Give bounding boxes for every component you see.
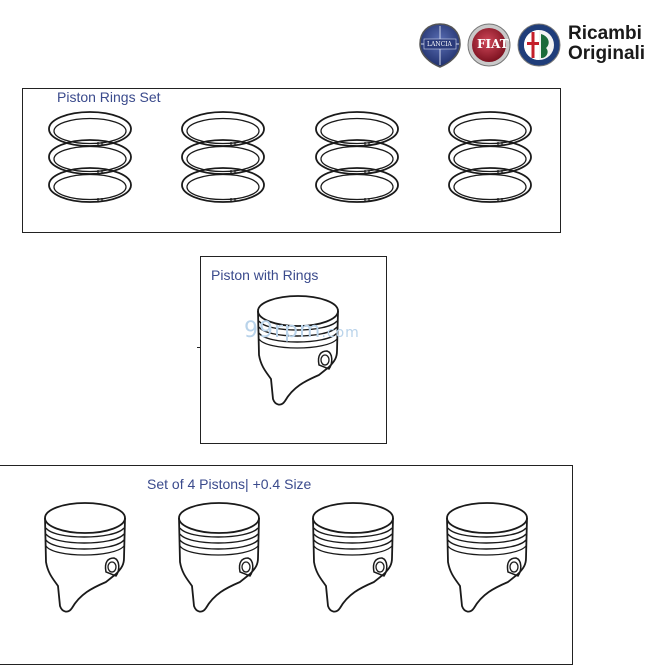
piston-ring-icon	[48, 167, 132, 203]
watermark-suffix: .com	[321, 325, 360, 341]
lancia-badge-label: LANCIA	[427, 41, 452, 48]
piston-ring-icon	[448, 167, 532, 203]
alfa-romeo-badge-icon	[516, 22, 562, 68]
leader-tick	[197, 347, 201, 348]
piston-icon	[446, 502, 528, 613]
piston-ring-icon	[181, 167, 265, 203]
single-piston-drawing	[257, 295, 339, 406]
pistons-set-panel: Set of 4 Pistons| +0.4 Size	[0, 465, 573, 665]
piston-with-rings-panel: Piston with Rings	[200, 256, 387, 444]
piston-icon	[257, 295, 339, 406]
brand-text-originali: Originali	[568, 43, 646, 64]
pistons-set-drawing	[44, 502, 528, 613]
piston-icon	[44, 502, 126, 613]
piston-rings-panel: Piston Rings Set	[22, 88, 561, 233]
piston-rings-caption: Piston Rings Set	[57, 89, 161, 105]
piston-with-rings-caption: Piston with Rings	[211, 267, 319, 283]
piston-ring-icon	[315, 167, 399, 203]
brand-text-ricambi: Ricambi	[568, 23, 642, 44]
pistons-set-caption: Set of 4 Pistons| +0.4 Size	[147, 476, 312, 492]
lancia-badge-icon: LANCIA	[418, 22, 462, 68]
piston-icon	[312, 502, 394, 613]
watermark-main: 99rpm	[244, 318, 322, 343]
fiat-badge-label: FIAT	[477, 37, 509, 51]
piston-rings-drawing	[48, 111, 532, 203]
fiat-badge-icon: FIAT	[466, 22, 512, 68]
piston-icon	[178, 502, 260, 613]
watermark: 99rpm.com	[244, 318, 360, 343]
